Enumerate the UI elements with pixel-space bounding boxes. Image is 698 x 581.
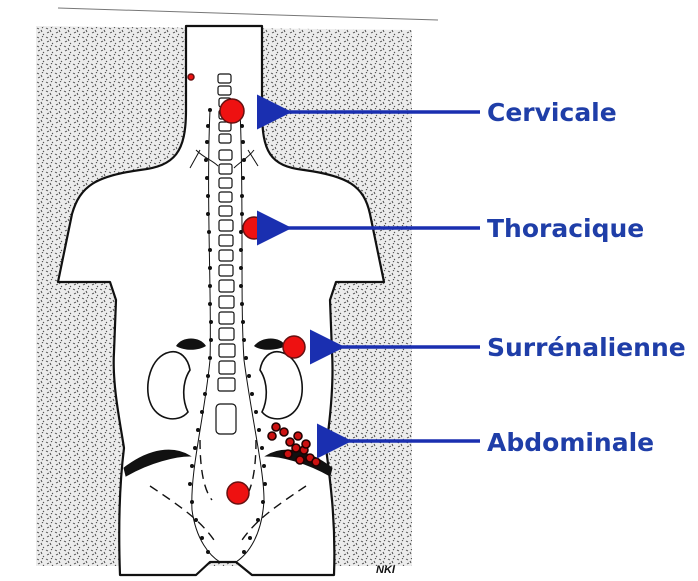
- label-surrenalienne: Surrénalienne: [487, 333, 686, 362]
- tumor-dot-thoracic: [243, 217, 265, 239]
- top-rule: [58, 8, 438, 20]
- tumor-dot-cervical: [220, 99, 244, 123]
- tumor-dot-neck-small: [188, 74, 194, 80]
- label-cervicale: Cervicale: [487, 98, 617, 127]
- label-abdominale: Abdominale: [487, 428, 654, 457]
- tumor-dot-pelvic: [227, 482, 249, 504]
- tumor-dot-adrenal: [283, 336, 305, 358]
- figure-credit: NKI: [376, 564, 396, 576]
- label-thoracique: Thoracique: [487, 214, 644, 243]
